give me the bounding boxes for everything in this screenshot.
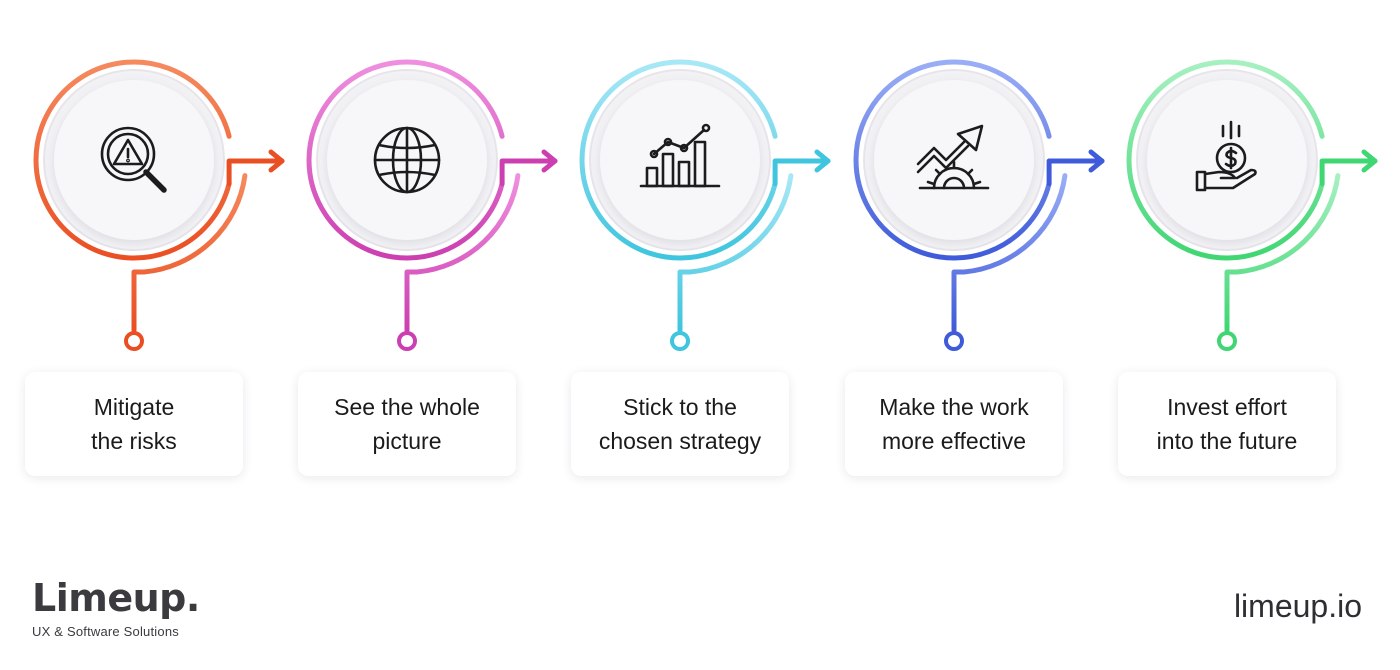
step-label-line2: into the future (1156, 428, 1298, 454)
arrow-head (1088, 149, 1105, 173)
pin-connector (1224, 173, 1341, 333)
globe-icon (373, 126, 441, 194)
step-5 (1126, 59, 1378, 351)
step-card: See the whole picture (298, 372, 516, 476)
step-ring (579, 59, 778, 261)
pin-connector (951, 173, 1068, 333)
step-ring (306, 59, 505, 261)
step-label: Invest effort into the future (1127, 390, 1327, 458)
site-url[interactable]: limeup.io (1233, 588, 1362, 624)
step-card: Invest effort into the future (1118, 372, 1336, 476)
risk-search-icon (100, 126, 167, 193)
pin-connector (677, 173, 794, 333)
arrow-line (499, 158, 558, 187)
disc (1147, 80, 1307, 240)
disc (600, 80, 760, 240)
arrow-head (268, 149, 285, 173)
limeup-logo: Limeup. UX & Software Solutions (32, 574, 200, 639)
arrow-line (226, 158, 285, 187)
arrow-line (772, 158, 831, 187)
logo-wordmark: Limeup. (32, 576, 200, 620)
pin-dot (944, 331, 964, 351)
step-ring (853, 59, 1052, 261)
step-3 (579, 59, 831, 351)
step-label: Stick to the chosen strategy (580, 390, 780, 458)
step-label-line1: See the whole (334, 394, 480, 420)
money-hand-icon (1195, 120, 1257, 192)
arrow-head (541, 149, 558, 173)
step-label-line1: Invest effort (1167, 394, 1287, 420)
pin-dot (397, 331, 417, 351)
step-label: See the whole picture (307, 390, 507, 458)
logo-tagline: UX & Software Solutions (32, 624, 179, 639)
gear-growth-icon (916, 124, 990, 190)
step-card: Mitigate the risks (25, 372, 243, 476)
pin-dot (124, 331, 144, 351)
disc (54, 80, 214, 240)
step-label-line1: Make the work (879, 394, 1029, 420)
step-label-line1: Stick to the (623, 394, 737, 420)
step-4 (853, 59, 1105, 351)
step-1 (33, 59, 285, 351)
arrow-line (1046, 158, 1105, 187)
pin-connector (404, 173, 521, 333)
step-label-line2: more effective (881, 428, 1027, 454)
step-label: Mitigate the risks (34, 390, 234, 458)
step-label-line2: the risks (91, 428, 177, 454)
step-ring (1126, 59, 1325, 261)
step-2 (306, 59, 558, 351)
step-label-line2: chosen strategy (598, 428, 762, 454)
arrow-line (1319, 158, 1378, 187)
step-card: Stick to the chosen strategy (571, 372, 789, 476)
pin-connector (131, 173, 248, 333)
pin-dot (670, 331, 690, 351)
arrow-head (1361, 149, 1378, 173)
pin-dot (1217, 331, 1237, 351)
step-card: Make the work more effective (845, 372, 1063, 476)
step-label: Make the work more effective (854, 390, 1054, 458)
step-ring (33, 59, 232, 261)
growth-chart-icon (639, 123, 721, 188)
step-label-line2: picture (372, 428, 442, 454)
arrow-head (814, 149, 831, 173)
step-label-line1: Mitigate (93, 394, 175, 420)
